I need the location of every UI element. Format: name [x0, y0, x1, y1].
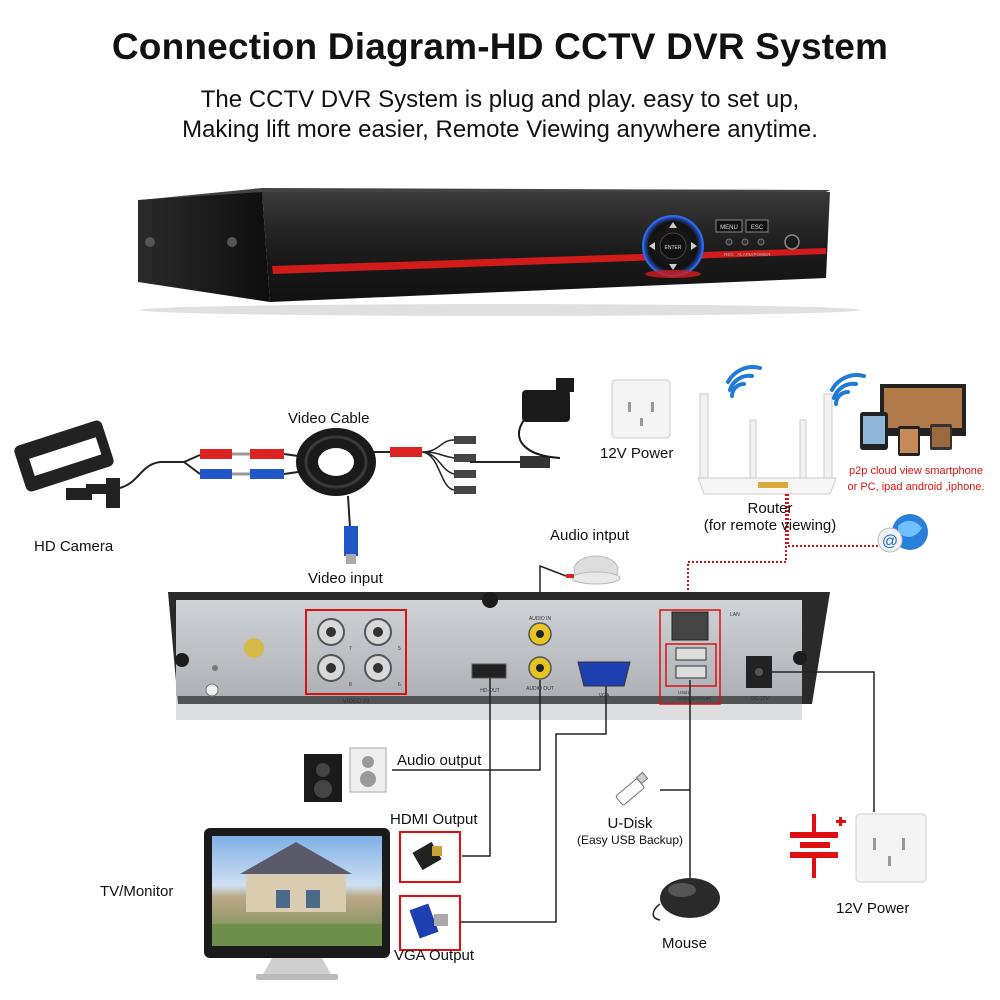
mouse-label: Mouse	[662, 935, 708, 952]
video-input-label: Video input	[308, 570, 383, 587]
video-in-highlight	[305, 609, 407, 695]
dc12v-label: DC 12V	[751, 696, 769, 702]
usb1-label: USB1	[678, 690, 690, 695]
power-top-label: 12V Power	[600, 445, 674, 462]
audio-out-label: AUDIO OUT	[526, 686, 554, 692]
hd-camera-label: HD Camera	[34, 538, 114, 555]
hdmi-port	[471, 663, 507, 679]
hd-camera	[14, 420, 120, 508]
video-cable-roll	[296, 428, 376, 496]
power-adapter	[518, 378, 574, 459]
audio-in-label: AUDIO IN	[529, 616, 552, 622]
hdmi-output-label: HDMI Output	[390, 811, 478, 828]
router-label: Router	[747, 500, 793, 517]
wifi-icon-left	[726, 365, 762, 398]
power-connector-red	[200, 449, 232, 459]
dc-power-symbol	[790, 814, 846, 878]
audio-rca-ports	[528, 622, 552, 680]
hd-out-label: HD-OUT	[480, 688, 499, 694]
lan-label: LAN	[730, 612, 740, 618]
router-sub-label: (for remote viewing)	[703, 517, 837, 534]
tv-monitor	[204, 828, 390, 980]
bnc-connector-blue	[200, 469, 232, 479]
vga-port	[577, 661, 631, 687]
ch8-label: 8	[349, 682, 352, 688]
led-power-label: POWER	[753, 252, 771, 257]
usb-port-2	[675, 665, 707, 679]
menu-button-label: MENU	[720, 225, 738, 231]
wall-socket-top	[611, 379, 671, 439]
router	[697, 393, 837, 495]
speakers-icon	[304, 747, 387, 802]
page-title: Connection Diagram-HD CCTV DVR System	[111, 26, 889, 67]
u-disk-label: U-Disk	[607, 815, 653, 832]
internet-globe-icon: @	[877, 514, 928, 553]
lan-port	[671, 611, 709, 641]
video-cable-label: Video Cable	[288, 410, 370, 427]
mouse-icon	[652, 878, 720, 921]
subtitle-line-1: The CCTV DVR System is plug and play. ea…	[200, 86, 800, 113]
ch5-label: 5	[398, 646, 401, 652]
usb-port-1	[675, 647, 707, 661]
svg-text:@: @	[882, 533, 898, 550]
dvr-side-panel	[138, 192, 270, 302]
p2p-text-line-1: p2p cloud view smartphone	[849, 465, 983, 477]
enter-button-label: ENTER	[665, 245, 682, 251]
led-alarm-label: ALARM	[737, 252, 753, 257]
power-bottom-label: 12V Power	[836, 900, 910, 917]
audio-input-mic	[566, 555, 621, 585]
u-disk-icon	[615, 771, 649, 806]
vga-output-label: VGA Output	[394, 947, 475, 964]
subtitle-line-2: Making lift more easier, Remote Viewing …	[182, 116, 818, 143]
audio-input-label: Audio intput	[550, 527, 630, 544]
video-in-label: VIDEO IN	[343, 699, 369, 705]
usb2-label: USB2(BACKUP)	[678, 696, 712, 701]
p2p-text-line-2: or PC, ipad android ,iphone.	[847, 481, 985, 493]
esc-button-label: ESC	[751, 225, 764, 231]
u-disk-sub-label: (Easy USB Backup)	[576, 833, 684, 847]
vga-label: VGA	[599, 693, 610, 699]
video-input-connector	[344, 526, 358, 556]
ch6-label: 6	[398, 682, 401, 688]
wifi-icon-right	[830, 373, 866, 406]
led-rec-label: REC	[724, 252, 734, 257]
viewing-devices	[860, 384, 966, 456]
audio-output-label: Audio output	[397, 752, 482, 769]
dvr-front-view: ENTER MENU ESC REC ALARM POWER	[138, 188, 860, 316]
tv-monitor-label: TV/Monitor	[100, 883, 174, 900]
wall-socket-bottom	[855, 813, 927, 883]
ch7-label: 7	[349, 646, 352, 652]
